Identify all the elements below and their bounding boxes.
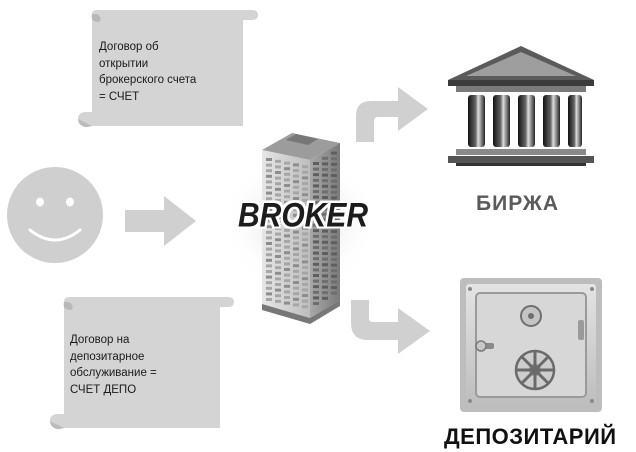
brokerage-contract-text: Договор об открытии брокерского счета = … — [99, 39, 196, 105]
depository-contract-scroll — [50, 297, 234, 430]
depository-contract-line: СЧЕТ ДЕПО — [70, 383, 137, 396]
depository-contract-line: Договор на — [70, 334, 130, 346]
tower-windows-right — [313, 151, 337, 305]
exchange-label: БИРЖА — [476, 192, 560, 215]
arrow-broker-to-depository — [351, 300, 430, 354]
tower-windows-left — [266, 158, 308, 309]
arrow-client-to-broker — [125, 196, 196, 246]
smiley-face-icon — [7, 167, 103, 263]
brokerage-contract-scroll — [78, 10, 258, 128]
depository-contract-line: обслуживание = — [70, 367, 157, 379]
safe-vault-icon — [460, 278, 602, 412]
broker-label: BROKER — [238, 196, 369, 235]
depository-label: ДЕПОЗИТАРИЙ — [444, 424, 617, 449]
brokerage-contract-line: Договор об — [99, 41, 159, 53]
depository-contract-text: Договор на депозитарное обслуживание = С… — [70, 332, 157, 398]
brokerage-contract-line: = СЧЕТ — [99, 90, 140, 103]
depository-contract-line: депозитарное — [70, 350, 145, 363]
bank-building-icon — [448, 46, 594, 166]
brokerage-contract-line: брокерского счета — [99, 74, 197, 86]
brokerage-contract-line: открытии — [99, 57, 149, 70]
skyscraper-icon — [262, 133, 340, 324]
arrow-broker-to-exchange — [356, 87, 428, 142]
